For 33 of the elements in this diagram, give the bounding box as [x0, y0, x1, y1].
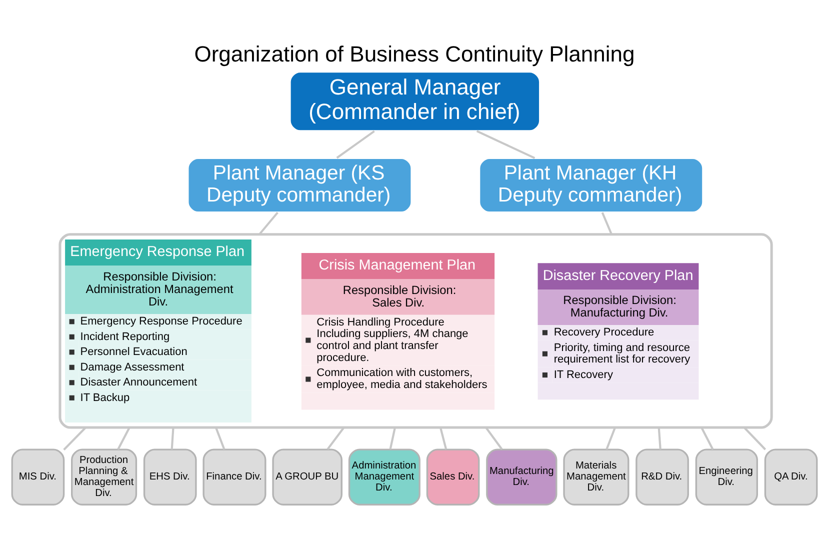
node-box: General Manager (Commander in chief) — [289, 70, 541, 132]
connector — [170, 426, 174, 450]
cluster — [58, 232, 773, 428]
node-box: MIS Div. — [11, 448, 65, 505]
connector — [326, 426, 345, 450]
connector — [63, 426, 86, 450]
connector — [743, 426, 766, 450]
connector — [214, 426, 226, 450]
connector — [439, 426, 448, 450]
node-box: Engineering Div. — [695, 448, 758, 505]
connector — [658, 426, 662, 450]
connector — [601, 212, 613, 234]
diagram-title: Organization of Business Continuity Planning — [194, 40, 635, 66]
connector — [389, 426, 396, 449]
connector — [606, 426, 616, 450]
node-box: Finance Div. — [202, 448, 266, 505]
node-box: R&D Div. — [636, 448, 689, 505]
connector — [336, 130, 375, 158]
connector — [258, 211, 278, 235]
node-box: Plant Manager (KH Deputy commander) — [478, 156, 704, 213]
node-box: Plant Manager (KS Deputy commander) — [187, 156, 412, 213]
node-box: QA Div. — [764, 448, 818, 505]
node-box: Production Planning & Management Div. — [71, 448, 138, 505]
node-box: Sales Div. — [426, 448, 480, 505]
connector — [117, 426, 130, 450]
node-box: EHS Div. — [143, 448, 197, 505]
connector — [700, 426, 714, 450]
node-box: Materials Management Div. — [563, 448, 630, 505]
connector — [485, 426, 503, 450]
node-box: Manufacturing Div. — [486, 448, 558, 505]
connector — [476, 130, 536, 159]
node-box: A GROUP BU — [272, 448, 342, 505]
node-box: Administration Management Div. — [348, 448, 420, 505]
